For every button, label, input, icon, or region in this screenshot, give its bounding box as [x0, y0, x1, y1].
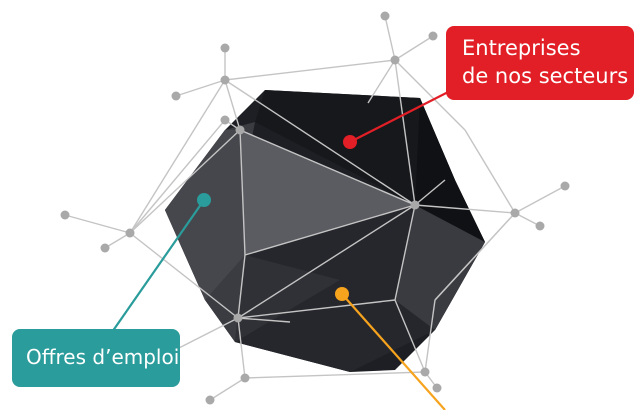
- network-node-dot: [171, 91, 181, 101]
- entreprises-label-box: Entreprises de nos secteurs: [446, 26, 634, 100]
- offres-label-box: Offres d’emploi: [12, 329, 180, 387]
- entreprises-label-line2: de nos secteurs: [462, 64, 629, 88]
- network-node-dot: [235, 125, 245, 135]
- network-node-dot: [220, 115, 230, 125]
- network-node-dot: [380, 11, 390, 21]
- icosahedron-face: [165, 130, 245, 300]
- entreprises-connector-line: [349, 87, 457, 143]
- network-node-dot: [125, 228, 135, 238]
- icosahedron-face: [395, 205, 485, 330]
- network-node-dot: [100, 243, 110, 253]
- network-node-dot: [535, 221, 545, 231]
- network-lines: [64, 15, 566, 401]
- network-node-dot: [233, 313, 243, 323]
- network-node-dot: [220, 43, 230, 53]
- entreprises-marker-dot: [343, 135, 357, 149]
- network-node-dot: [220, 75, 230, 85]
- icosahedron-face: [255, 90, 455, 205]
- network-node-dot: [428, 31, 438, 41]
- network-node-dot: [240, 373, 250, 383]
- network-node-dot: [390, 55, 400, 65]
- offres-label-text: Offres d’emploi: [26, 345, 180, 369]
- orange-marker-dot: [335, 287, 349, 301]
- network-nodes: [60, 11, 570, 405]
- network-node-dot: [560, 181, 570, 191]
- entreprises-label-line1: Entreprises: [462, 36, 581, 60]
- network-node-dot: [510, 208, 520, 218]
- network-node-dot: [205, 395, 215, 405]
- network-node-dot: [410, 200, 420, 210]
- offres-marker-dot: [197, 193, 211, 207]
- network-node-dot: [432, 383, 442, 393]
- offres-connector-line: [109, 199, 205, 336]
- icosahedron-face: [240, 130, 415, 255]
- orange-connector-line: [341, 293, 446, 410]
- network-node-dot: [60, 210, 70, 220]
- network-node-dot: [420, 367, 430, 377]
